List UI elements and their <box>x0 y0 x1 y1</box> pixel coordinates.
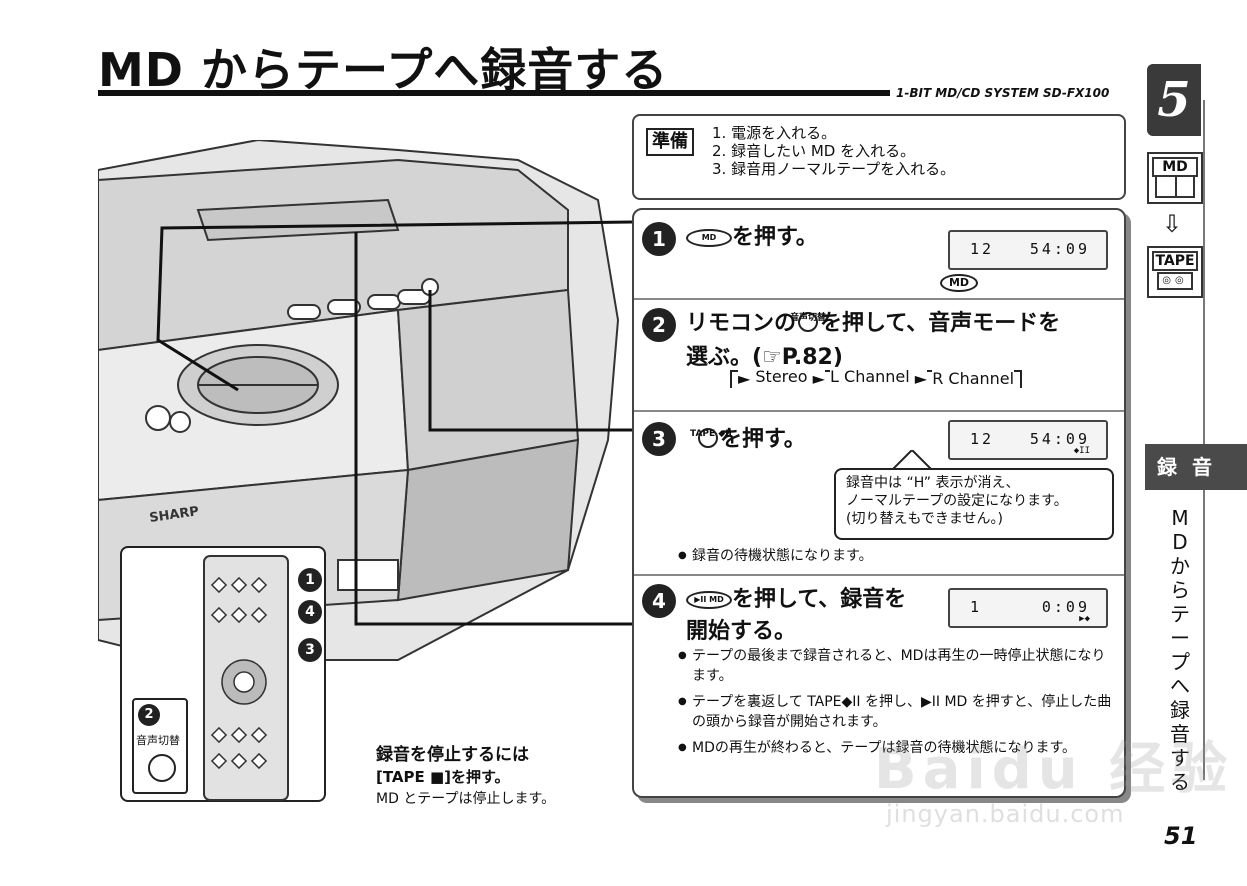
mode-stereo: ► Stereo ► <box>738 367 825 388</box>
remote-label-3: 3 <box>298 638 322 662</box>
section-tab: 録 音 <box>1145 444 1247 490</box>
lcd-track: 12 <box>970 430 995 448</box>
step-4-text-cont: 開始する。 <box>686 619 797 644</box>
lcd-time: 0:09 <box>1041 598 1090 616</box>
stop-detail: MD とテープは停止します。 <box>376 791 556 807</box>
tape-icon-label: TAPE <box>1152 251 1198 271</box>
step-4-display: 1 0:09 ▶◆ <box>948 588 1108 628</box>
md-icon: MD <box>1147 152 1203 204</box>
step-3-number: 3 <box>642 422 676 456</box>
md-indicator-bubble: MD <box>940 274 978 292</box>
arrow-down-icon: ⇩ <box>1162 210 1183 238</box>
step-4-number: 4 <box>642 584 676 618</box>
audio-switch-button-icon: 音声切替 <box>790 312 826 332</box>
remote-audio-switch-detail: 2 音声切替 <box>132 698 188 794</box>
remote-label-4: 4 <box>298 600 322 624</box>
callout-tail <box>892 450 932 470</box>
step-2-text-cont: 選ぶ。(☞P.82) <box>686 345 843 370</box>
page-number: 51 <box>1164 822 1198 850</box>
list-item: MDの再生が終わると、テープは録音の待機状態になります。 <box>678 738 1118 758</box>
chapter-tab: 5 <box>1147 64 1201 136</box>
mode-r-channel: R Channel <box>932 369 1015 388</box>
step-3-notes: 録音の待機状態になります。 <box>678 546 1118 566</box>
watermark-logo: Baidu 经验 <box>874 737 1234 802</box>
svg-text:SHARP: SHARP <box>148 504 199 526</box>
tape-icon: TAPE ◎◎ <box>1147 246 1203 298</box>
md-button-icon: MD <box>686 229 732 247</box>
watermark-url: jingyan.baidu.com <box>886 800 1125 828</box>
prep-item: 2. 録音したい MD を入れる。 <box>712 142 916 160</box>
vertical-title: MDからテープへ録音する <box>1170 506 1190 794</box>
play-pause-md-button-icon: ▶II MD <box>686 591 732 609</box>
mode-l-channel: L Channel ► <box>830 367 928 388</box>
audio-switch-caption: 音声切替 <box>136 734 180 747</box>
remote-illustration: 1 4 3 2 音声切替 <box>120 546 326 802</box>
stop-instruction: [TAPE ■]を押す。 <box>376 768 510 786</box>
step-1-number: 1 <box>642 222 676 256</box>
system-name: 1-BIT MD/CD SYSTEM SD-FX100 <box>896 86 1110 100</box>
lcd-track: 12 <box>970 240 995 258</box>
list-item: テープを裏返して TAPE◆II を押し、▶II MD を押すと、停止した曲の頭… <box>678 692 1118 732</box>
prep-label: 準備 <box>646 128 694 156</box>
lcd-indicator: ◆II <box>1073 446 1090 456</box>
stop-recording-note: 録音を停止するには [TAPE ■]を押す。 MD とテープは停止します。 <box>376 744 555 810</box>
remote-body <box>203 555 289 801</box>
md-icon-label: MD <box>1152 157 1198 177</box>
step-2-number: 2 <box>642 308 676 342</box>
lcd-indicator: ▶◆ <box>1079 614 1090 624</box>
audio-mode-sequence: ► Stereo ► L Channel ► R Channel <box>730 367 1023 388</box>
prep-item: 3. 録音用ノーマルテープを入れる。 <box>712 160 956 178</box>
tape-pause-button-icon: TAPE ◆II <box>690 428 732 448</box>
page-title: MD からテープへ録音する <box>98 43 669 97</box>
remote-label-1: 1 <box>298 568 322 592</box>
index-rule <box>1203 100 1205 780</box>
step-1-display: 12 54:09 <box>948 230 1108 270</box>
stereo-illustration: SHARP <box>98 140 633 661</box>
step-2-text: リモコンの音声切替を押して、音声モードを <box>686 311 1061 336</box>
recording-callout: 録音中は “H” 表示が消え、 ノーマルテープの設定になります。 (切り替えもで… <box>834 468 1114 540</box>
list-item: 録音の待機状態になります。 <box>678 546 1118 566</box>
list-item: テープの最後まで録音されると、MDは再生の一時停止状態になります。 <box>678 646 1118 686</box>
audio-switch-button <box>148 754 176 782</box>
stop-title: 録音を停止するには <box>376 745 529 765</box>
title-rule <box>98 90 890 96</box>
lcd-time: 54:09 <box>1029 240 1090 258</box>
lcd-track: 1 <box>970 598 983 616</box>
prep-box: 準備 1. 電源を入れる。 2. 録音したい MD を入れる。 3. 録音用ノー… <box>632 114 1126 200</box>
prep-list: 1. 電源を入れる。 2. 録音したい MD を入れる。 3. 録音用ノーマルテ… <box>712 124 955 178</box>
step-4-notes: テープの最後まで録音されると、MDは再生の一時停止状態になります。 テープを裏返… <box>678 646 1118 758</box>
remote-label-2: 2 <box>138 704 160 726</box>
step-3-display: 12 54:09 ◆II <box>948 420 1108 460</box>
lcd-time: 54:09 <box>1029 430 1090 448</box>
prep-item: 1. 電源を入れる。 <box>712 124 837 142</box>
